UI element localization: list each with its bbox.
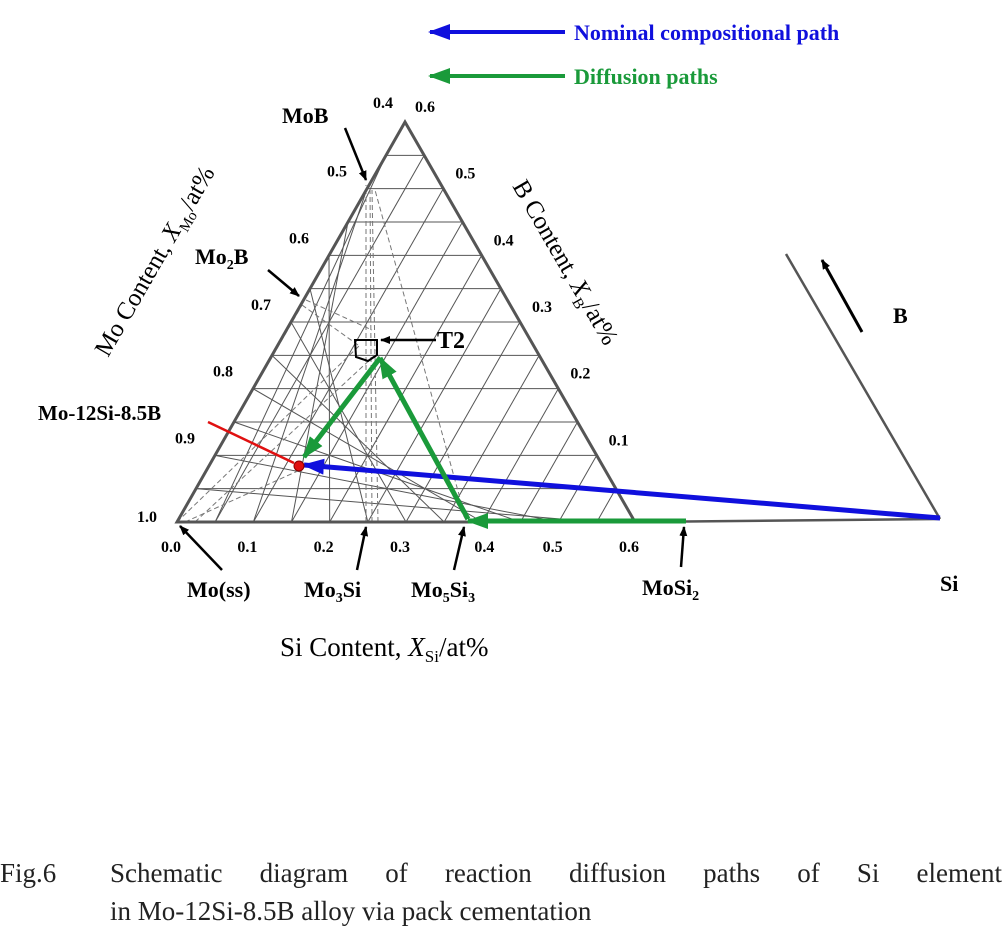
triangle-outline: [174, 118, 638, 524]
grid-line: [214, 454, 559, 523]
b-tick-label: 0.1: [609, 432, 629, 449]
b-tick-label: 0.3: [532, 299, 552, 316]
mob-arrow: [343, 127, 368, 181]
triangle-grid: [195, 154, 617, 523]
b-tick-label: 0.6: [415, 99, 435, 116]
ternary-diagram: Nominal compositional path Diffusion pat…: [38, 20, 958, 666]
alloy-label: Mo-12Si-8.5B: [38, 401, 161, 425]
b-corner-label: B: [893, 303, 908, 328]
mo3si-arrow: [355, 526, 369, 571]
mo5si3-arrow: [452, 526, 466, 571]
si-tick-label: 0.5: [543, 539, 563, 556]
grid-line: [329, 255, 483, 523]
grid-line: [596, 488, 617, 523]
nominal-path-arrow: [302, 458, 941, 521]
mosi2-arrow: [679, 526, 688, 568]
b-tick-label: 0.4: [494, 232, 514, 249]
mo-tick-label: 0.6: [289, 230, 309, 247]
mo2b-label: Mo2B: [195, 244, 249, 273]
si-tick-label: 0.2: [314, 539, 334, 556]
si-tick-label: 0.6: [619, 539, 639, 556]
alloy-point: [293, 460, 305, 472]
b-tick-label: 0.2: [570, 366, 590, 383]
caption-figure-number: Fig.6: [0, 858, 57, 888]
grid-line: [443, 355, 540, 523]
b-direction-arrow: [820, 259, 864, 333]
mo-tick-label: 0.7: [251, 297, 271, 314]
t2-label: T2: [437, 328, 465, 354]
grid-line: [481, 388, 559, 523]
legend-diffusion-label: Diffusion paths: [574, 64, 718, 89]
mo-tick-label: 0.8: [213, 364, 233, 381]
si-tick-label: 0.1: [237, 539, 257, 556]
mo3si-label: Mo3Si: [304, 577, 361, 606]
alloy-pointer: [207, 420, 295, 465]
grid-line: [214, 155, 425, 523]
grid-line: [520, 421, 578, 523]
mo-tick-label: 0.5: [327, 164, 347, 181]
si-tick-label: 0.3: [390, 539, 410, 556]
si-tick-label: 0.0: [161, 539, 181, 556]
si-tick-label: 0.4: [474, 539, 494, 556]
diffusion-path-2: [377, 356, 471, 521]
mo-tick-label: 1.0: [137, 509, 157, 526]
mo-tick-label: 0.9: [175, 430, 195, 447]
mosi2-label: MoSi2: [642, 575, 699, 604]
si-corner-label: Si: [940, 571, 958, 596]
legend-nominal-label: Nominal compositional path: [574, 20, 839, 45]
tie-lines: [176, 184, 467, 523]
mo-tick-label: 0.4: [373, 95, 393, 112]
caption-line-1: Schematic diagram of reaction diffusion …: [110, 858, 1002, 888]
caption-line-2: in Mo-12Si-8.5B alloy via pack cementati…: [110, 896, 592, 926]
moss-arrow: [179, 525, 223, 571]
grid-line: [367, 288, 502, 523]
mo5si3-label: Mo5Si3: [411, 577, 475, 606]
grid-line: [195, 488, 597, 523]
mo2b-arrow: [267, 269, 300, 297]
moss-label: Mo(ss): [187, 577, 251, 602]
diffusion-path-3: [302, 356, 382, 459]
b-tick-label: 0.5: [455, 166, 475, 183]
t2-region: [353, 339, 378, 363]
outer-b-edge: [784, 253, 942, 520]
tick-labels: 1.0 0.9 0.8 0.7 0.6 0.5 0.4 0.1 0.2 0.3 0.4 0.5 0.6 0…: [137, 95, 639, 556]
si-axis-title: Si Content, XSi/at%: [280, 632, 488, 666]
mob-label: MoB: [282, 103, 329, 128]
